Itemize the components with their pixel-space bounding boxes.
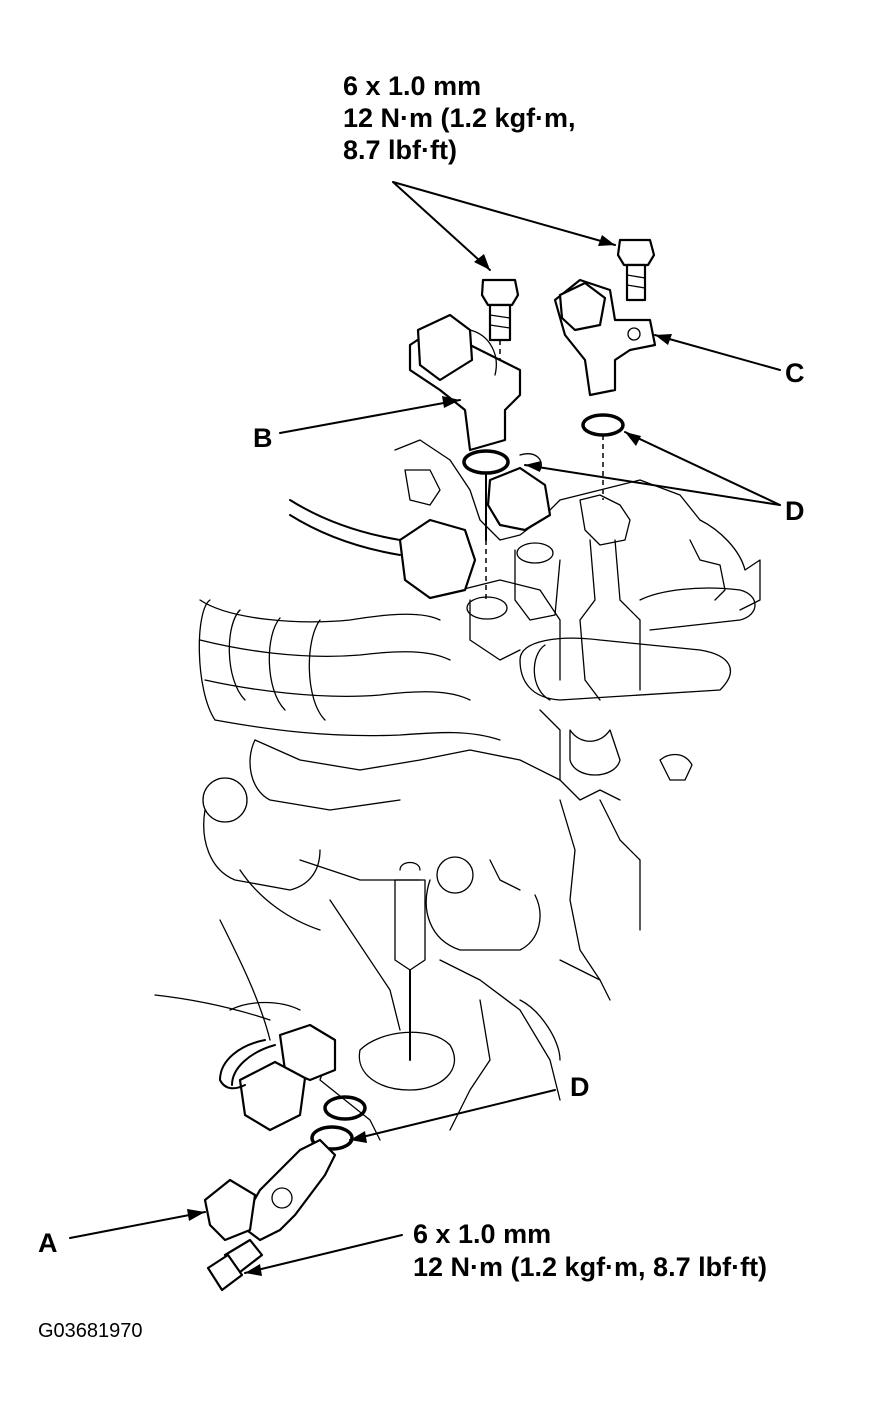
spec-top-line1: 6 x 1.0 mm <box>343 71 482 101</box>
leader-lines <box>69 181 781 1276</box>
sensor-b <box>408 313 522 600</box>
callout-c: C <box>785 358 805 388</box>
connector-upper-mid <box>486 453 552 532</box>
engine-outline <box>154 439 761 1141</box>
figure-code: G03681970 <box>38 1320 143 1342</box>
callout-d-lower: D <box>570 1072 590 1102</box>
callout-b: B <box>253 423 273 453</box>
bolt-top-left <box>480 278 520 360</box>
spec-bottom-line1: 6 x 1.0 mm <box>413 1219 552 1249</box>
connector-lower <box>219 1023 367 1151</box>
callout-d-upper: D <box>785 496 805 526</box>
connector-upper-left <box>289 499 477 600</box>
sensor-c <box>553 278 657 500</box>
spec-bottom-line2: 12 N·m (1.2 kgf·m, 8.7 lbf·ft) <box>413 1252 768 1282</box>
spec-top-line2: 12 N·m (1.2 kgf·m, <box>343 103 576 133</box>
bolt-top-right <box>616 238 656 302</box>
spec-top-line3: 8.7 lbf·ft) <box>343 135 457 165</box>
sensor-a <box>203 1138 337 1292</box>
callout-a: A <box>38 1228 58 1258</box>
